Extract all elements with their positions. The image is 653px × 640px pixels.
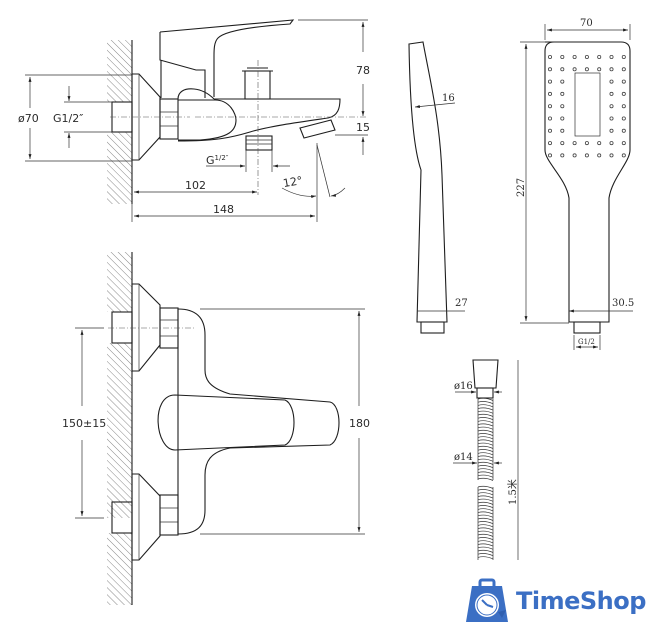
dim-base-27: 27: [455, 298, 468, 309]
dim-length-227: 227: [516, 178, 527, 197]
dim-spout-drop-15: 15: [356, 121, 370, 134]
dim-outlet-thread: G1/2″: [206, 154, 229, 167]
hand-shower-front-view: 70 227 30.5 G1/2: [516, 18, 634, 350]
dim-depth-148: 148: [213, 203, 234, 216]
dim-hose-inner-14: ø14: [454, 452, 473, 463]
side-view: ø70 G1/2″ 78 15 G1/2″ 102 148 12°: [18, 19, 370, 222]
timeshop-logo-text: TimeShop: [516, 587, 646, 615]
dim-hose-length: 1.5米: [506, 479, 519, 505]
hose: ø16 ø14 1.5米: [453, 359, 519, 560]
dim-height-78: 78: [356, 64, 370, 77]
timeshop-logo-icon: [466, 578, 508, 622]
front-view: 150±15 180: [62, 252, 370, 605]
dim-width-180: 180: [349, 417, 370, 430]
wall-hatch: [107, 40, 132, 102]
hand-shower-side-view: 16 27: [408, 41, 468, 334]
dim-handle-30-5: 30.5: [612, 298, 634, 309]
dim-thread-g1-2: G1/2: [578, 338, 595, 346]
dim-head-width-70: 70: [580, 18, 593, 29]
dim-thickness-16: 16: [442, 93, 455, 104]
dim-spacing-150: 150±15: [62, 417, 106, 430]
dim-inlet-thread: G1/2″: [53, 112, 83, 125]
nozzle-grid: [548, 55, 626, 158]
dim-hose-outer-16: ø16: [454, 381, 473, 392]
dim-reach-102: 102: [185, 179, 206, 192]
dim-diameter-70: ø70: [18, 112, 39, 125]
dim-angle-12: 12°: [282, 174, 303, 190]
